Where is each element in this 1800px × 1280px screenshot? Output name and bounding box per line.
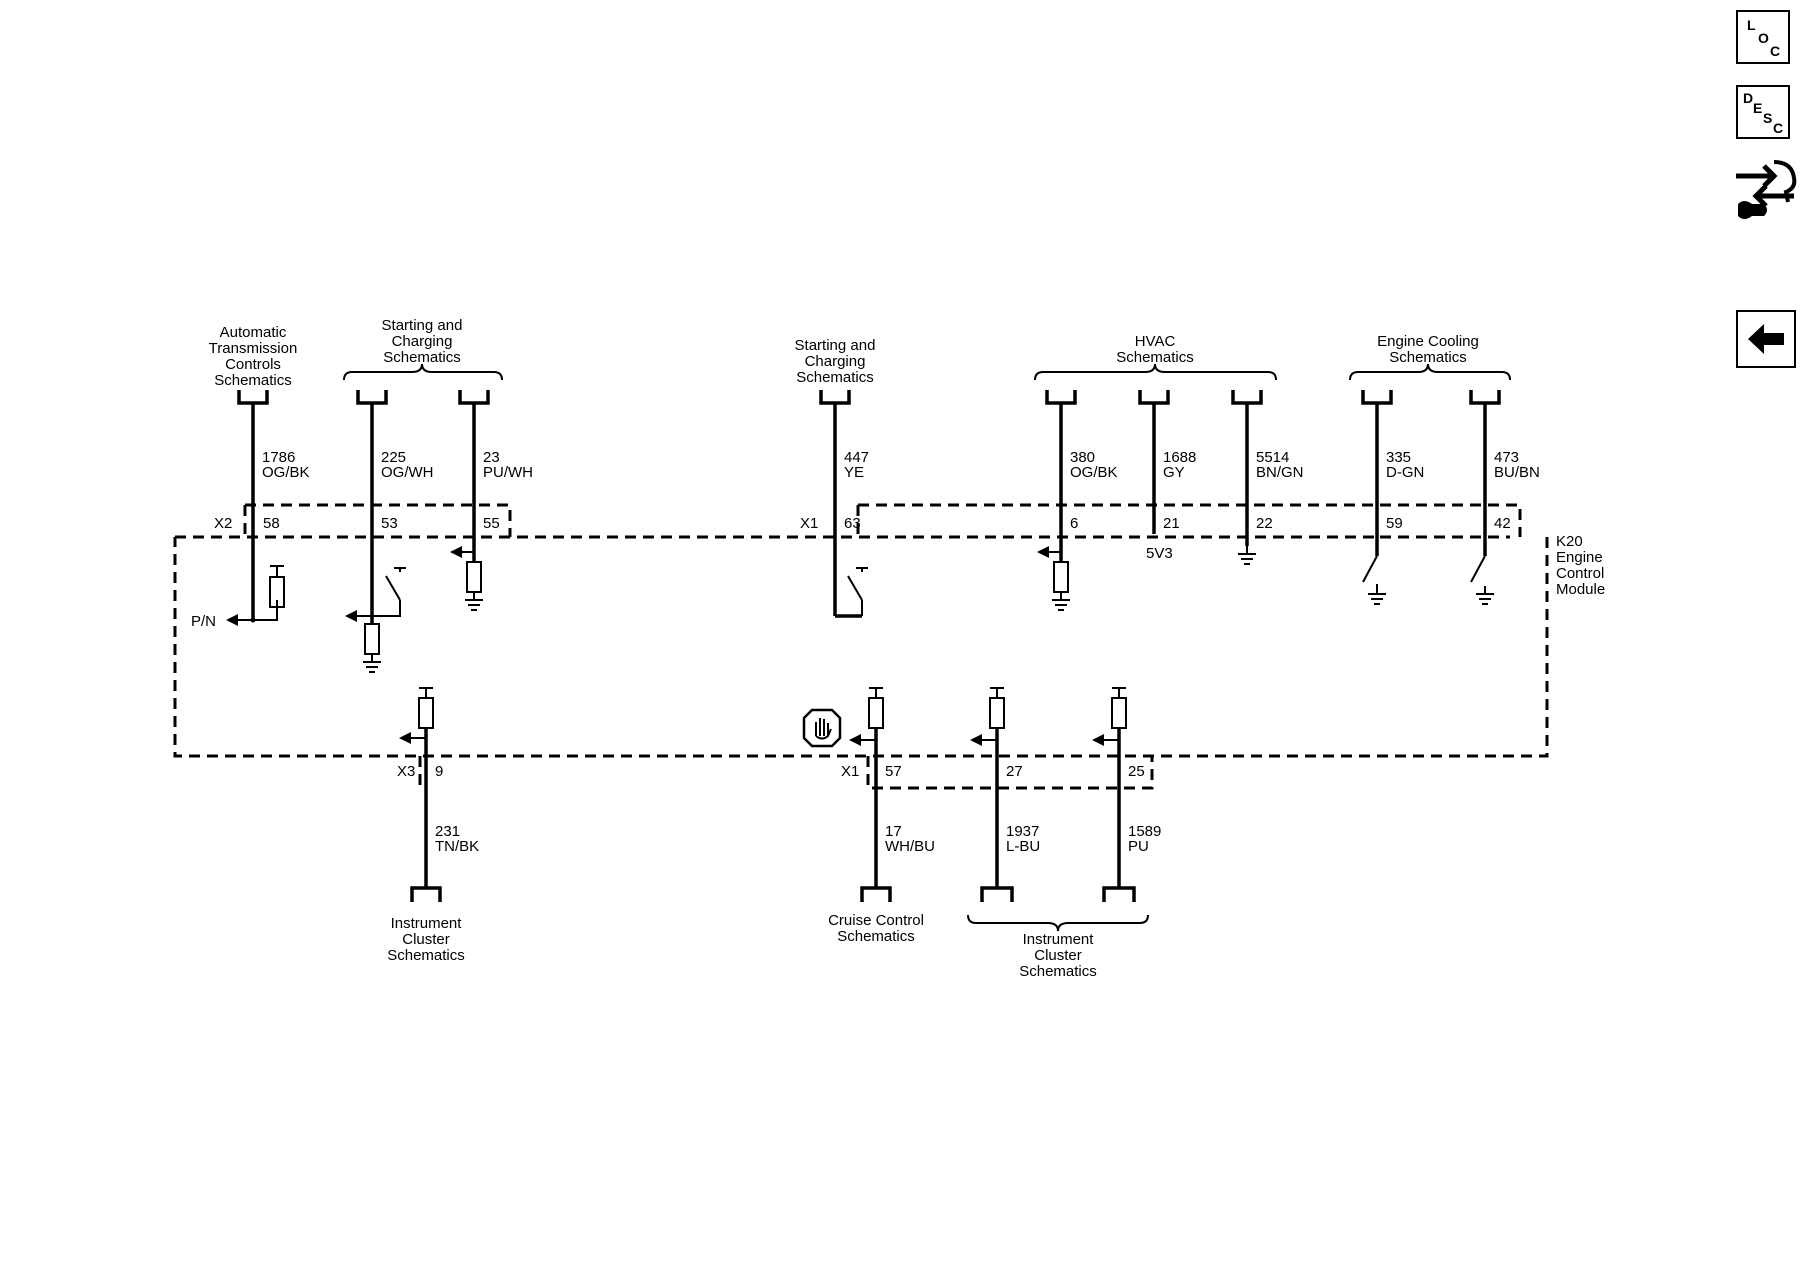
pin-59: 59 — [1386, 515, 1403, 532]
label-cc-2: Schematics — [837, 928, 915, 945]
desc-letter-s: S — [1763, 110, 1773, 126]
pin-25: 25 — [1128, 763, 1145, 780]
label-ic1-2: Cluster — [402, 931, 450, 948]
label-cc-1: Cruise Control — [828, 912, 924, 929]
color-335: D-GN — [1386, 464, 1424, 481]
desc-letter-d: D — [1743, 90, 1754, 106]
back-button[interactable] — [1736, 310, 1796, 368]
label-ic2-2: Cluster — [1034, 947, 1082, 964]
label-atc-3: Controls — [225, 356, 281, 373]
label-sc1-3: Schematics — [383, 349, 461, 366]
label-atc-1: Automatic — [220, 324, 287, 341]
pin-63: 63 — [844, 515, 861, 532]
pin-53: 53 — [381, 515, 398, 532]
pin-21: 21 — [1163, 515, 1180, 532]
pin-9: 9 — [435, 763, 443, 780]
module-name-2: Engine — [1556, 549, 1603, 566]
label-ec-1: Engine Cooling — [1377, 333, 1479, 350]
module-name-4: Module — [1556, 581, 1605, 598]
location-button[interactable]: L O C — [1736, 10, 1790, 64]
color-447: YE — [844, 464, 864, 481]
pin-42: 42 — [1494, 515, 1511, 532]
label-ec-2: Schematics — [1389, 349, 1467, 366]
circuit-447: 447 — [844, 449, 869, 466]
desc-letter-c: C — [1773, 120, 1784, 136]
color-473: BU/BN — [1494, 464, 1540, 481]
circuit-335: 335 — [1386, 449, 1411, 466]
module-outline — [173, 503, 1549, 790]
circuit-473: 473 — [1494, 449, 1519, 466]
color-225: OG/WH — [381, 464, 434, 481]
circuit-labels: 1786 OG/BK 58 225 OG/WH 53 23 PU/WH 55 4… — [262, 449, 1540, 855]
connector-x2: X2 — [214, 515, 232, 532]
pin-27: 27 — [1006, 763, 1023, 780]
connector-x1-top: X1 — [800, 515, 818, 532]
harness-labels: Automatic Transmission Controls Schemati… — [209, 317, 1479, 980]
label-atc-2: Transmission — [209, 340, 298, 357]
color-231: TN/BK — [435, 838, 479, 855]
module-name-1: K20 — [1556, 533, 1583, 550]
color-380: OG/BK — [1070, 464, 1118, 481]
label-hvac-1: HVAC — [1135, 333, 1176, 350]
bottom-terminals — [410, 886, 1136, 902]
wires — [226, 403, 1495, 888]
label-ic2-1: Instrument — [1023, 931, 1095, 948]
pn-label: P/N — [191, 613, 216, 630]
label-sc1-2: Charging — [392, 333, 453, 350]
loc-letter-o: O — [1758, 30, 1769, 46]
circuit-1937: 1937 — [1006, 823, 1039, 840]
pin-6: 6 — [1070, 515, 1078, 532]
v5-label: 5V3 — [1146, 545, 1173, 562]
circuit-380: 380 — [1070, 449, 1095, 466]
label-sc2-2: Charging — [805, 353, 866, 370]
label-sc1-1: Starting and — [382, 317, 463, 334]
esd-hand-icon — [802, 708, 842, 748]
circuit-17: 17 — [885, 823, 902, 840]
color-17: WH/BU — [885, 838, 935, 855]
pin-57: 57 — [885, 763, 902, 780]
label-ic2-3: Schematics — [1019, 963, 1097, 980]
circuit-1688: 1688 — [1163, 449, 1196, 466]
circuit-225: 225 — [381, 449, 406, 466]
connector-views-icon[interactable] — [1734, 154, 1800, 220]
connector-x1-bottom: X1 — [841, 763, 859, 780]
arrow-left-icon — [1748, 324, 1784, 354]
label-hvac-2: Schematics — [1116, 349, 1194, 366]
circuit-5514: 5514 — [1256, 449, 1289, 466]
top-brackets — [343, 363, 1511, 932]
module-name-3: Control — [1556, 565, 1604, 582]
pin-55: 55 — [483, 515, 500, 532]
label-ic1-3: Schematics — [387, 947, 465, 964]
color-1688: GY — [1163, 464, 1185, 481]
loc-letter-l: L — [1747, 17, 1756, 33]
connector-x3: X3 — [397, 763, 415, 780]
color-1786: OG/BK — [262, 464, 310, 481]
label-sc2-1: Starting and — [795, 337, 876, 354]
description-button[interactable]: D E S C — [1736, 85, 1790, 139]
label-ic1-1: Instrument — [391, 915, 463, 932]
pin-22: 22 — [1256, 515, 1273, 532]
color-1937: L-BU — [1006, 838, 1040, 855]
module-labels: K20 Engine Control Module X2 X1 X3 X1 P/… — [191, 515, 1605, 780]
label-sc2-3: Schematics — [796, 369, 874, 386]
circuit-231: 231 — [435, 823, 460, 840]
color-5514: BN/GN — [1256, 464, 1304, 481]
circuit-1589: 1589 — [1128, 823, 1161, 840]
pin-58: 58 — [263, 515, 280, 532]
label-atc-4: Schematics — [214, 372, 292, 389]
loc-letter-c: C — [1770, 43, 1781, 59]
color-23: PU/WH — [483, 464, 533, 481]
circuit-23: 23 — [483, 449, 500, 466]
desc-letter-e: E — [1753, 100, 1763, 116]
top-terminals — [237, 390, 1501, 405]
circuit-1786: 1786 — [262, 449, 295, 466]
color-1589: PU — [1128, 838, 1149, 855]
